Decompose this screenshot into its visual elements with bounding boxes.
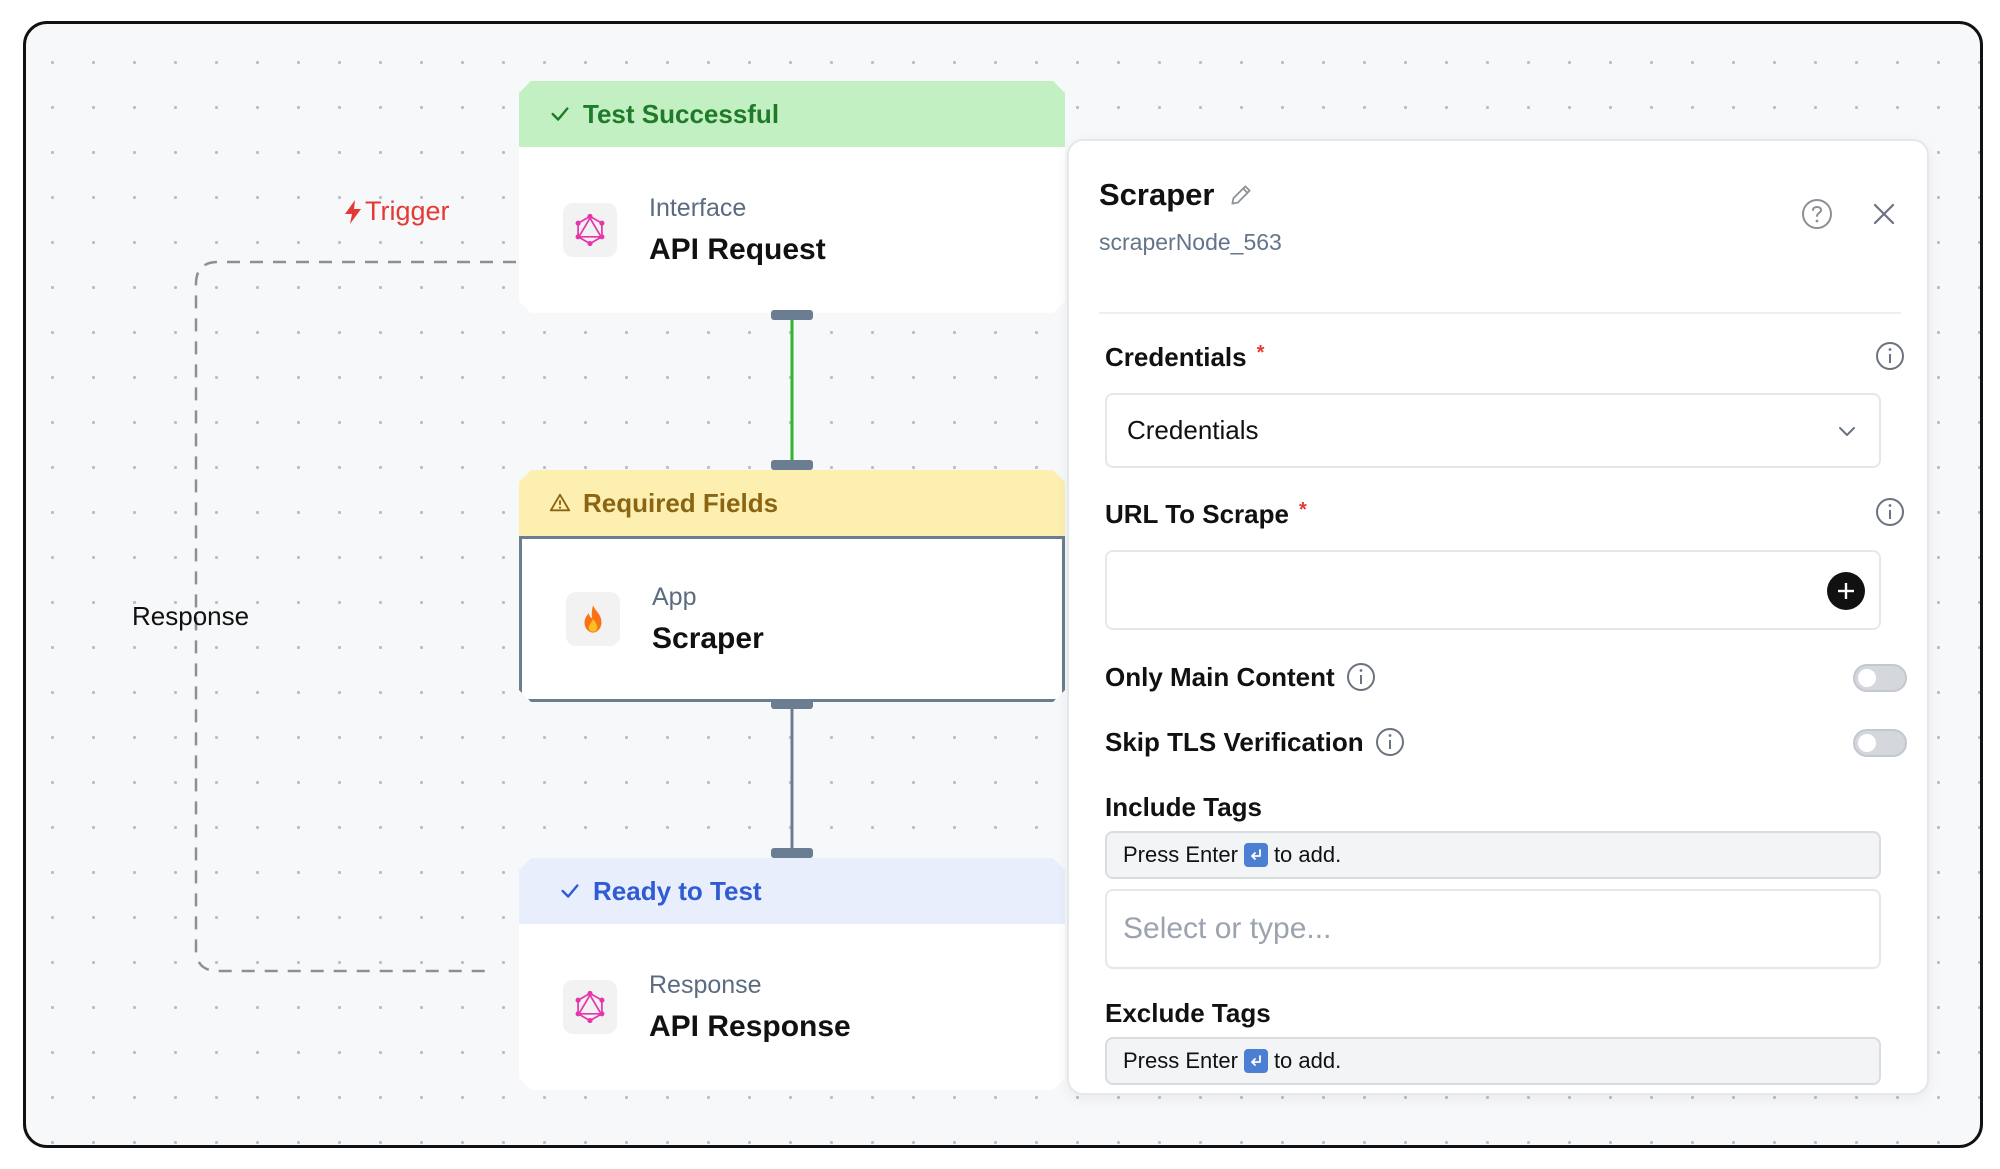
node-kind: Interface bbox=[649, 193, 747, 222]
response-edge-label: Response bbox=[132, 601, 250, 631]
response-loop-edge bbox=[194, 260, 516, 973]
required-mark: * bbox=[1298, 499, 1307, 521]
hint-text: to add. bbox=[1273, 1048, 1342, 1073]
status-text: Test Successful bbox=[583, 98, 780, 129]
info-icon[interactable] bbox=[1345, 661, 1377, 693]
panel-title: Scraper bbox=[1099, 177, 1254, 213]
node-kind: App bbox=[652, 582, 697, 611]
plus-icon bbox=[1838, 583, 1854, 599]
workflow-canvas[interactable]: Trigger Response Test Successful Interfa… bbox=[23, 21, 1983, 1148]
node-api-request[interactable]: Test Successful Interface API Request bbox=[519, 81, 1065, 320]
node-kind: Response bbox=[649, 970, 762, 999]
node-title: API Request bbox=[649, 232, 826, 266]
exclude-tags-text: Exclude Tags bbox=[1105, 998, 1271, 1028]
exclude-tags-label: Exclude Tags bbox=[1105, 998, 1271, 1029]
bolt-icon bbox=[345, 199, 361, 224]
include-tags-label: Include Tags bbox=[1105, 792, 1262, 823]
status-banner: Test Successful bbox=[519, 81, 1065, 147]
url-label: URL To Scrape * bbox=[1105, 499, 1307, 530]
input-handle[interactable] bbox=[771, 848, 813, 858]
exclude-tags-hint: Press Enter to add. bbox=[1105, 1037, 1881, 1085]
only-main-content-text: Only Main Content bbox=[1105, 661, 1335, 692]
status-banner: Ready to Test bbox=[519, 858, 1065, 924]
pencil-icon[interactable] bbox=[1228, 182, 1254, 208]
fire-icon bbox=[566, 592, 620, 646]
info-icon[interactable] bbox=[1374, 726, 1406, 758]
hint-text: Press Enter bbox=[1123, 1048, 1238, 1073]
credentials-value: Credentials bbox=[1127, 415, 1259, 445]
url-input[interactable] bbox=[1105, 550, 1881, 630]
input-handle[interactable] bbox=[771, 460, 813, 470]
add-variable-button[interactable] bbox=[1827, 572, 1865, 610]
node-api-response[interactable]: Ready to Test Response API Response bbox=[519, 848, 1065, 1090]
graphql-icon bbox=[563, 980, 617, 1034]
only-main-content-label: Only Main Content bbox=[1105, 661, 1377, 693]
only-main-content-toggle[interactable] bbox=[1853, 664, 1907, 692]
include-tags-hint: Press Enter to add. bbox=[1105, 831, 1881, 879]
credentials-label: Credentials * bbox=[1105, 342, 1264, 373]
panel-title-text: Scraper bbox=[1099, 177, 1215, 212]
status-text: Ready to Test bbox=[593, 875, 762, 906]
required-mark: * bbox=[1256, 342, 1265, 364]
canvas-edges bbox=[194, 260, 794, 973]
status-banner: Required Fields bbox=[519, 470, 1065, 536]
node-title: Scraper bbox=[652, 621, 764, 655]
node-config-panel: Scraper scraperNode_563 Credentials * Cr… bbox=[1067, 139, 1929, 1095]
skip-tls-text: Skip TLS Verification bbox=[1105, 726, 1364, 757]
status-text: Required Fields bbox=[583, 487, 779, 518]
info-icon[interactable] bbox=[1874, 340, 1906, 372]
include-tags-placeholder: Select or type... bbox=[1123, 912, 1332, 945]
include-tags-text: Include Tags bbox=[1105, 792, 1262, 822]
trigger-label: Trigger bbox=[343, 196, 450, 227]
credentials-label-text: Credentials bbox=[1105, 342, 1247, 372]
help-icon[interactable] bbox=[1800, 197, 1834, 231]
hint-text: to add. bbox=[1273, 842, 1342, 867]
node-card[interactable]: App Scraper bbox=[519, 536, 1065, 702]
url-label-text: URL To Scrape bbox=[1105, 499, 1289, 529]
enter-key-icon bbox=[1243, 843, 1268, 867]
warning-icon bbox=[549, 492, 571, 514]
node-card[interactable]: Response API Response bbox=[519, 924, 1065, 1090]
info-icon[interactable] bbox=[1874, 496, 1906, 528]
divider bbox=[1099, 312, 1901, 314]
trigger-text: Trigger bbox=[365, 196, 450, 226]
check-icon bbox=[549, 103, 571, 125]
node-id: scraperNode_563 bbox=[1099, 229, 1282, 255]
output-handle[interactable] bbox=[771, 699, 813, 709]
chevron-down-icon bbox=[1839, 426, 1855, 436]
graphql-icon bbox=[563, 203, 617, 257]
skip-tls-toggle[interactable] bbox=[1853, 729, 1907, 757]
output-handle[interactable] bbox=[771, 310, 813, 320]
check-icon bbox=[559, 880, 581, 902]
skip-tls-label: Skip TLS Verification bbox=[1105, 726, 1406, 758]
node-scraper[interactable]: Required Fields App Scraper bbox=[519, 460, 1065, 709]
credentials-select[interactable]: Credentials bbox=[1105, 393, 1881, 468]
node-title: API Response bbox=[649, 1009, 851, 1043]
hint-text: Press Enter bbox=[1123, 842, 1238, 867]
enter-key-icon bbox=[1243, 1049, 1268, 1073]
close-icon[interactable] bbox=[1869, 199, 1899, 229]
node-card[interactable]: Interface API Request bbox=[519, 147, 1065, 313]
include-tags-input[interactable]: Select or type... bbox=[1105, 889, 1881, 969]
